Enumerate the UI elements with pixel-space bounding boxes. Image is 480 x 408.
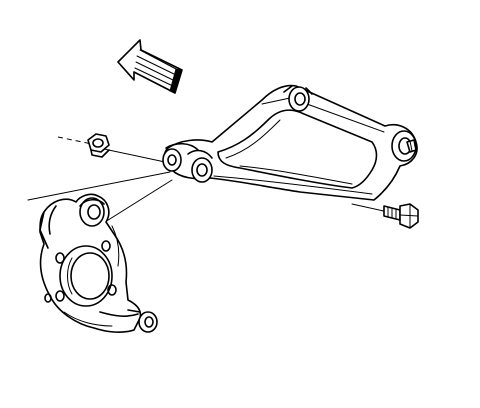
assembly-leader-lines: [27, 136, 389, 223]
upper-control-arm: [162, 84, 418, 201]
bolt: [383, 203, 419, 229]
nut: [87, 133, 110, 158]
steering-knuckle: [39, 193, 158, 333]
direction-arrow: [117, 39, 183, 94]
